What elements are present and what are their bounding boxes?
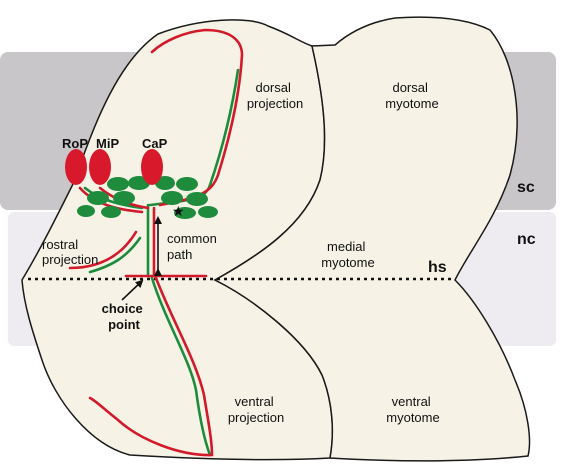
dorsal-projection-label: dorsal projection: [247, 80, 303, 111]
green-cell: [155, 176, 175, 190]
green-rostral-axon: [88, 236, 142, 274]
green-cell: [107, 177, 129, 191]
rostral-projection-label: rostral projection: [42, 237, 98, 267]
notochord-label: nc: [517, 231, 536, 248]
rop-neuron: [65, 149, 87, 185]
cap-neuron: [141, 149, 163, 185]
cap-label: CaP: [142, 136, 168, 151]
red-rop-axon: [78, 186, 144, 214]
green-cell: [198, 206, 218, 218]
mip-neuron: [89, 149, 111, 185]
choice-point-label: choice point: [102, 301, 147, 332]
rop-label: RoP: [62, 136, 88, 151]
mip-label: MiP: [96, 136, 119, 151]
red-rostral-axon: [68, 230, 138, 270]
right-somite: [213, 16, 531, 462]
green-cell: [186, 192, 208, 206]
horizontal-septum-label: hs: [428, 259, 447, 276]
ventral-myotome-label: ventral myotome: [386, 394, 439, 425]
green-cell: [176, 177, 198, 191]
dorsal-myotome-label: dorsal myotome: [385, 80, 438, 111]
red-neurons: [65, 149, 163, 185]
green-ventral-axon: [150, 276, 212, 457]
red-ventral-axon: [88, 276, 214, 457]
star-marker: ★: [172, 204, 185, 220]
green-rop-axon: [83, 186, 144, 210]
green-cell: [77, 205, 95, 217]
common-path-label: common path: [167, 231, 220, 262]
spinal-cord-label: sc: [517, 179, 535, 196]
green-cell: [174, 207, 196, 219]
green-cell: [161, 191, 183, 205]
green-cell: [113, 191, 135, 205]
choice-point-arrow: [121, 279, 144, 301]
green-cell: [101, 206, 121, 218]
ventral-projection-label: ventral projection: [228, 394, 284, 425]
medial-myotome-label: medial myotome: [321, 239, 374, 270]
red-dorsal-axon: [150, 28, 244, 207]
green-cell: [87, 191, 109, 205]
